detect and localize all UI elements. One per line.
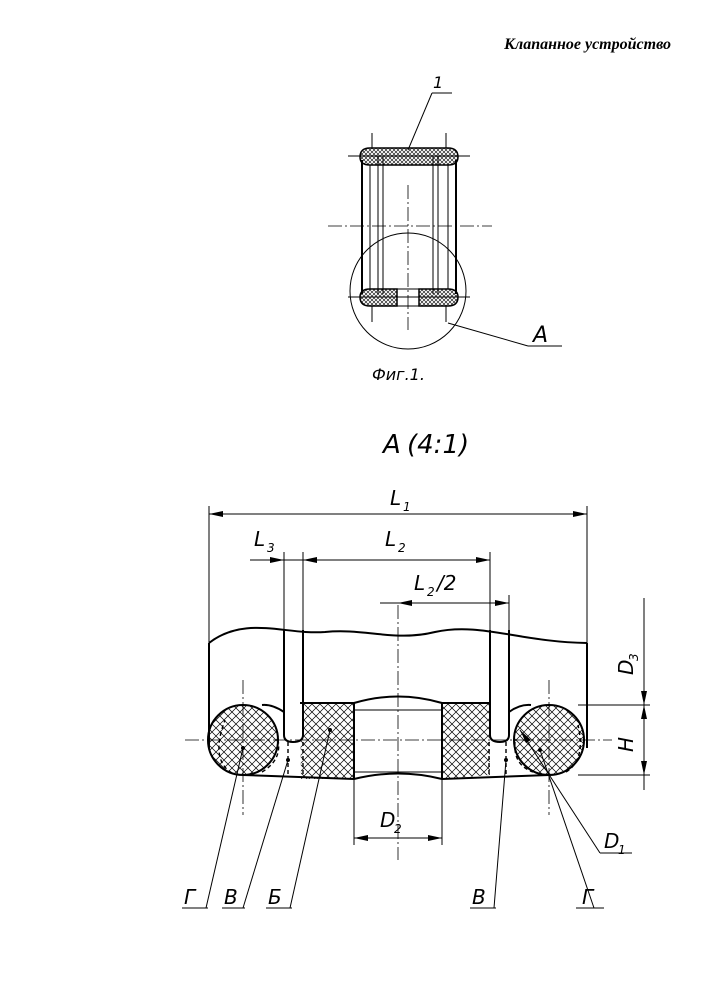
callout-right-mid: В [472, 885, 486, 909]
svg-text:L: L [254, 527, 265, 551]
figure-1-caption: Фиг.1. [372, 365, 425, 384]
dimension-l1: L 1 [209, 486, 587, 643]
item-1-leader [408, 93, 432, 150]
svg-text:3: 3 [267, 541, 275, 555]
callout-center: Б [268, 885, 282, 909]
svg-text:H: H [614, 737, 638, 752]
svg-text:L: L [390, 486, 401, 510]
figure-1: 1 A Фиг.1. [328, 73, 562, 384]
callout-left-mid: В [224, 885, 238, 909]
callout-right-outer: Г [582, 885, 595, 909]
svg-text:L: L [385, 527, 396, 551]
detail-title-letter: A [381, 430, 401, 460]
svg-text:2: 2 [427, 585, 435, 599]
detail-a-label: A [531, 323, 548, 348]
svg-text:2: 2 [398, 541, 406, 555]
svg-text:1: 1 [403, 500, 411, 514]
item-1-number: 1 [433, 73, 443, 92]
callout-left-outer: Г [184, 885, 197, 909]
svg-text:2: 2 [394, 822, 402, 836]
detail-view-title: A (4:1) [381, 430, 469, 460]
dimension-d3-h: D 3 H [578, 598, 650, 790]
svg-text:/2: /2 [435, 571, 456, 595]
detail-a-leader [448, 323, 528, 346]
detail-title-scale: (4:1) [407, 430, 469, 460]
svg-text:L: L [414, 571, 425, 595]
svg-text:1: 1 [618, 843, 626, 857]
svg-text:3: 3 [627, 653, 641, 661]
